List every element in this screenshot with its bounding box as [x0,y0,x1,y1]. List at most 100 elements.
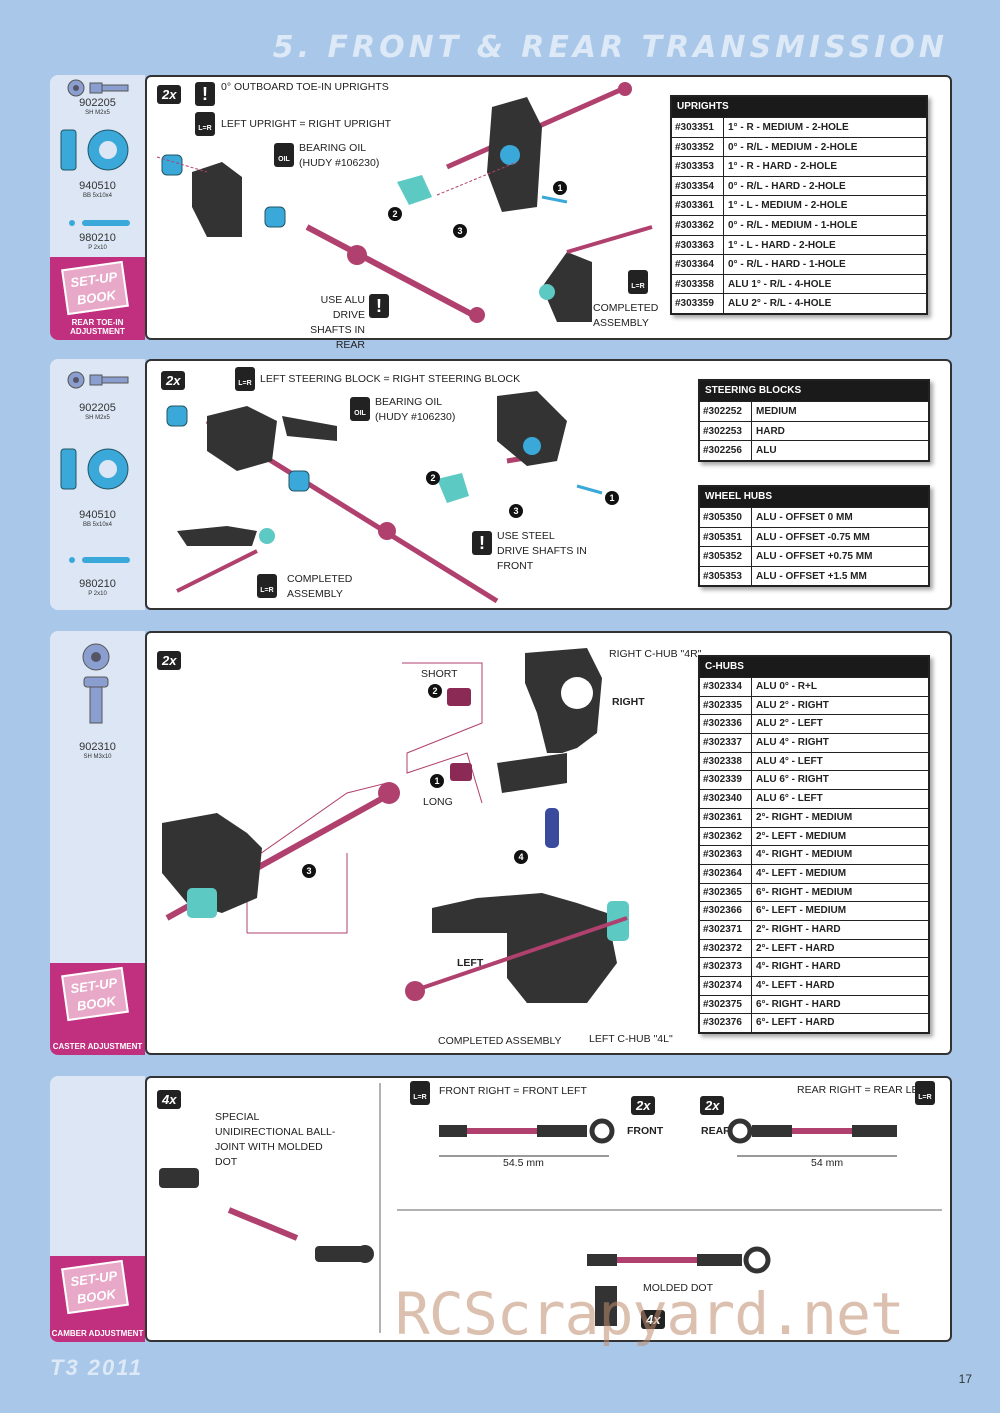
part-code-cell: #302340 [700,790,752,808]
description-cell: ALU 6° - LEFT [756,793,823,805]
part-spec: BB 5x10x4 [82,522,113,528]
description-cell: 0° - R/L - HARD - 2-HOLE [728,180,846,192]
description-cell: 6°- RIGHT - HARD [756,998,841,1010]
note-completed: COMPLETED ASSEMBLY [593,302,659,329]
description-cell: ALU - OFFSET +1.5 MM [756,570,867,582]
quantity-badge: 2x [161,371,186,390]
part-number: 980210 [79,232,116,244]
part-code-cell: #302335 [700,696,752,715]
part-spec: P 2x10 [88,591,107,597]
part-number: 940510 [79,509,116,521]
part-code-cell: #302338 [700,752,752,771]
watermark: RCScrapyard.net [395,1280,905,1348]
setup-book-icon: SET-UP BOOK [61,260,129,316]
warning-icon: ! [472,531,492,555]
section-camber-links: SET-UP BOOK CAMBER ADJUSTMENT 4x SPECIAL… [50,1076,952,1342]
note-left-right: LEFT STEERING BLOCK = RIGHT STEERING BLO… [260,373,521,385]
table-row: #302365 6°- RIGHT - MEDIUM [700,882,928,902]
label-completed: COMPLETED ASSEMBLY [438,1035,562,1047]
description-cell: MEDIUM [756,406,797,417]
description-cell: 6°- RIGHT - MEDIUM [756,886,853,898]
step-2: 2 [426,471,440,485]
lr-equal-icon: L=R [195,112,215,136]
lr-equal-icon: L=R [410,1081,430,1105]
parts-sidebar: 902205 SH M2x5 940510 BB 5x10x4 980210 P… [50,359,145,610]
description-cell: ALU 4° - RIGHT [756,737,829,749]
quantity-badge: 2x [157,651,182,670]
setup-caption: CAMBER ADJUSTMENT [51,1329,144,1338]
table-row: #305351 ALU - OFFSET -0.75 MM [700,526,928,547]
molded-dot-label: MOLDED DOT [643,1282,714,1294]
page-title: 5. FRONT & REAR TRANSMISSION [272,30,948,65]
label-short: SHORT [421,668,458,680]
description-cell: ALU - OFFSET -0.75 MM [756,531,870,543]
front-quantity: 2x [631,1096,656,1115]
part-code-cell: #302364 [700,864,752,883]
description-cell: 4°- LEFT - HARD [756,980,835,991]
label-left-chub: LEFT C-HUB "4L" [589,1033,673,1045]
table-row: #302371 2°- RIGHT - HARD [700,919,928,939]
description-cell: 1° - R - MEDIUM - 2-HOLE [728,122,849,133]
part-spec: BB 5x10x4 [82,193,113,199]
description-cell: 2°- RIGHT - HARD [756,923,841,935]
description-cell: 1° - R - HARD - 2-HOLE [728,161,837,173]
description-cell: ALU 2° - LEFT [756,718,823,730]
setup-caption: CASTER ADJUSTMENT [52,1042,143,1051]
rear-quantity: 2x [700,1096,725,1115]
table-row: #303363 1° - L - HARD - 2-HOLE [672,234,926,255]
description-cell: ALU [756,445,777,457]
link-drawings [159,1083,942,1333]
description-cell: ALU 2° - RIGHT [756,699,829,711]
section-c-hubs: 902310 SH M3x10 SET-UP BOOK CASTER ADJUS… [50,631,952,1055]
part-code-cell: #305351 [700,527,752,547]
part-code-cell: #302366 [700,902,752,920]
quantity-badge-2: 4x [641,1310,666,1329]
part-code-cell: #305352 [700,547,752,566]
parts-sidebar: 902205 SH M2x5 940510 BB 5x10x4 980210 P… [50,75,145,340]
part-code-cell: #302337 [700,734,752,752]
step-3: 3 [509,504,523,518]
table-header: C-HUBS [700,657,928,677]
setup-book-badge[interactable]: SET-UP BOOK CAMBER ADJUSTMENT [50,1256,145,1342]
step-3: 3 [302,864,316,878]
part-code-cell: #303358 [672,274,724,294]
setup-book-badge[interactable]: SET-UP BOOK REAR TOE-IN ADJUSTMENT [50,257,145,340]
part-code-cell: #302339 [700,771,752,790]
part-number: 902310 [79,741,116,753]
warning-icon: ! [195,82,215,106]
part-code-cell: #302371 [700,920,752,939]
part-code-cell: #302365 [700,883,752,902]
description-cell: 6°- LEFT - HARD [756,1017,835,1029]
description-cell: ALU 4° - LEFT [756,755,823,767]
part-code-cell: #302375 [700,995,752,1014]
description-cell: 1° - L - HARD - 2-HOLE [728,239,836,251]
rear-length: 54 mm [811,1157,844,1169]
step-1: 1 [553,181,567,195]
part-code-cell: #302362 [700,827,752,846]
setup-book-badge[interactable]: SET-UP BOOK CASTER ADJUSTMENT [50,963,145,1055]
description-cell: 1° - L - MEDIUM - 2-HOLE [728,200,848,212]
part-code-cell: #303362 [672,215,724,235]
description-cell: ALU - OFFSET 0 MM [756,512,853,523]
label-left: LEFT [457,957,484,969]
parts-icons [60,79,130,226]
description-cell: 4°- RIGHT - HARD [756,961,841,973]
rear-equal-note: REAR RIGHT = REAR LEFT [797,1084,932,1096]
part-code-cell: #303363 [672,235,724,255]
part-spec: P 2x10 [88,245,107,251]
part-code-cell: #302372 [700,939,752,958]
step-2: 2 [388,207,402,221]
note-alu-shafts: USE ALU DRIVE SHAFTS IN REAR [310,294,365,351]
part-code-cell: #305353 [700,566,752,586]
